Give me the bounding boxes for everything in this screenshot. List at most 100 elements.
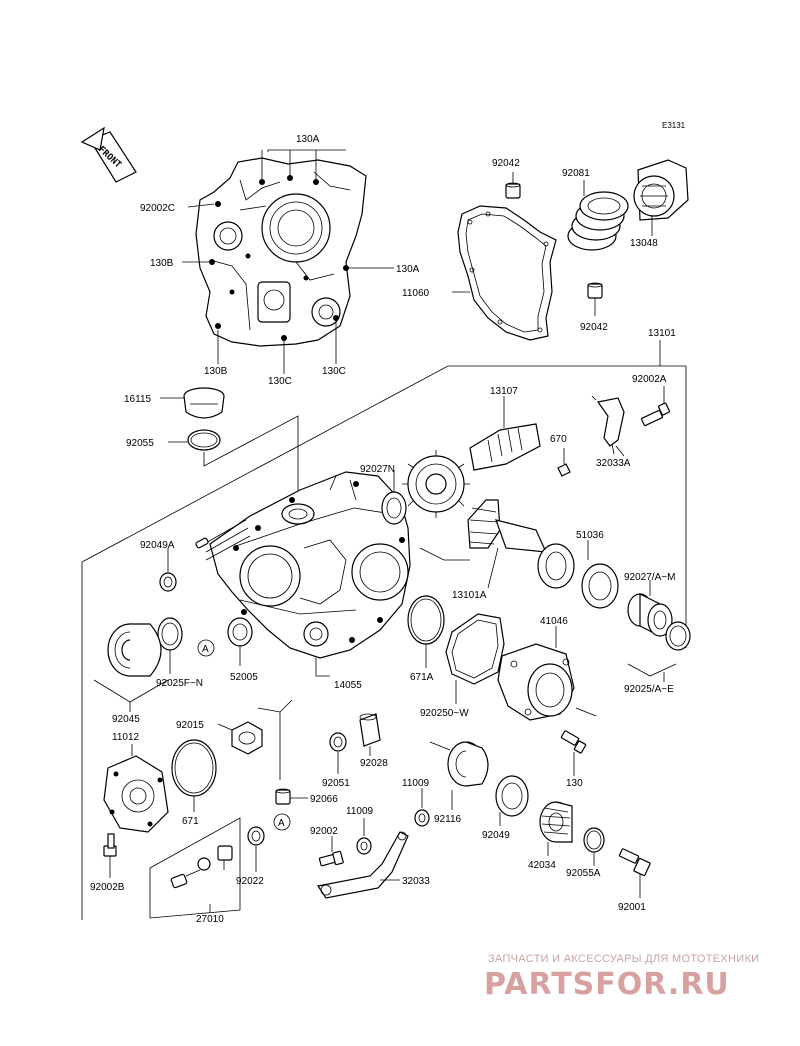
shaft-13107 xyxy=(469,423,541,471)
callout-92066: 92066 xyxy=(310,794,338,805)
callout-92055a: 92055A xyxy=(566,868,601,879)
callout-92002a: 92002A xyxy=(632,374,667,385)
callout-11012: 11012 xyxy=(112,732,140,743)
bolt-92002a xyxy=(640,402,671,427)
shim-92025fn xyxy=(157,617,183,651)
callout-92049: 92049 xyxy=(482,830,510,841)
watermark-tagline: ЗАПЧАСТИ И АКСЕССУАРЫ ДЛЯ МОТОТЕХНИКИ xyxy=(488,953,759,965)
marker-a-bottom: A xyxy=(273,813,291,831)
callout-92027n: 92027N xyxy=(360,464,395,475)
callout-16115: 16115 xyxy=(124,394,152,405)
pinion-13101a xyxy=(467,499,547,553)
callout-92001: 92001 xyxy=(618,902,646,913)
washer-11009-top xyxy=(414,809,430,827)
callout-13101a: 13101A xyxy=(452,590,487,601)
callout-92055: 92055 xyxy=(126,438,154,449)
callout-32033a: 32033A xyxy=(596,458,631,469)
studs xyxy=(195,519,251,561)
collar-92028 xyxy=(359,713,381,747)
gear-13101-crown xyxy=(402,450,470,518)
bearing-92045 xyxy=(107,623,162,677)
callout-92049a: 92049A xyxy=(140,540,175,551)
callout-92022: 92022 xyxy=(236,876,264,887)
front-arrow-icon: FRONT xyxy=(80,126,137,183)
seal-92049a xyxy=(159,572,177,592)
callout-670: 670 xyxy=(550,434,567,445)
callout-13048: 13048 xyxy=(630,238,658,249)
callout-671a: 671A xyxy=(410,672,434,683)
callout-92051: 92051 xyxy=(322,778,350,789)
washer-92051 xyxy=(329,732,347,752)
cap-16115 xyxy=(183,387,225,419)
gear-42034 xyxy=(539,801,573,843)
callout-11009-mid: 11009 xyxy=(346,806,374,817)
oring-92055 xyxy=(187,429,221,451)
seal-52005 xyxy=(227,617,253,647)
callout-130b-bottom: 130B xyxy=(204,366,228,377)
callout-32033: 32033 xyxy=(402,876,430,887)
bolt-92001 xyxy=(618,848,651,877)
callout-27010: 27010 xyxy=(196,914,224,925)
hub-41046 xyxy=(497,643,575,721)
callout-130b-left: 130B xyxy=(150,258,174,269)
callout-130c-bottom: 130C xyxy=(268,376,292,387)
callout-92042-top: 92042 xyxy=(492,158,520,169)
callout-11060: 11060 xyxy=(402,288,430,299)
callout-92002: 92002 xyxy=(310,826,338,837)
callout-92015: 92015 xyxy=(176,720,204,731)
seal-92049 xyxy=(495,775,529,817)
callout-92045: 92045 xyxy=(112,714,140,725)
callout-92025fn: 92025F~N xyxy=(156,678,203,689)
plug-92015 xyxy=(231,721,263,755)
bracket-32033 xyxy=(316,831,409,899)
bearing-92116 xyxy=(447,741,489,787)
pin-92042-bottom xyxy=(587,282,603,299)
callout-51036: 51036 xyxy=(576,530,604,541)
bolt-92002 xyxy=(318,850,344,867)
callout-671: 671 xyxy=(182,816,199,827)
oring-671 xyxy=(171,739,217,797)
callout-130c-right: 130C xyxy=(322,366,346,377)
callout-92028: 92028 xyxy=(360,758,388,769)
gasket-11060 xyxy=(457,205,557,341)
gasket-920250w xyxy=(445,613,505,685)
hub-13048 xyxy=(633,159,689,221)
oring-671a xyxy=(407,595,445,645)
callout-92116: 92116 xyxy=(434,814,462,825)
callout-92027am: 92027/A~M xyxy=(624,572,675,583)
washer-92022 xyxy=(247,826,265,846)
pin-92042-top xyxy=(505,182,521,199)
marker-a-left-label: A xyxy=(202,644,209,655)
case-cover xyxy=(195,157,367,347)
collar-92027am xyxy=(627,593,673,637)
housing-14055 xyxy=(209,471,411,659)
callout-92002b: 92002B xyxy=(90,882,125,893)
bearing-51036 xyxy=(537,543,619,609)
cover-11012 xyxy=(103,755,169,833)
callout-42034: 42034 xyxy=(528,860,556,871)
callout-13107: 13107 xyxy=(490,386,518,397)
callout-52005: 52005 xyxy=(230,672,258,683)
callout-13101: 13101 xyxy=(648,328,676,339)
marker-a-bottom-label: A xyxy=(278,818,285,829)
watermark-logo: PARTSFOR.RU xyxy=(484,967,730,1002)
diagram-code: E3131 xyxy=(662,121,686,130)
pin-670 xyxy=(557,463,571,477)
callout-920250w: 920250~W xyxy=(420,708,469,719)
callout-92002c: 92002C xyxy=(140,203,175,214)
callout-130a-top: 130A xyxy=(296,134,320,145)
bolt-92002b xyxy=(103,833,117,857)
oring-92055a xyxy=(583,827,605,853)
spring-92081 xyxy=(567,191,629,251)
switch-kit-27010 xyxy=(149,817,241,919)
callout-92025ae: 92025/A~E xyxy=(624,684,674,695)
sensor-32033a xyxy=(591,395,625,455)
callout-130: 130 xyxy=(566,778,583,789)
callout-92042-bottom: 92042 xyxy=(580,322,608,333)
marker-a-left: A xyxy=(197,639,215,657)
bolt-130 xyxy=(560,730,587,754)
callout-14055: 14055 xyxy=(334,680,362,691)
washer-11009-mid xyxy=(356,837,372,855)
callout-130a-right: 130A xyxy=(396,264,420,275)
